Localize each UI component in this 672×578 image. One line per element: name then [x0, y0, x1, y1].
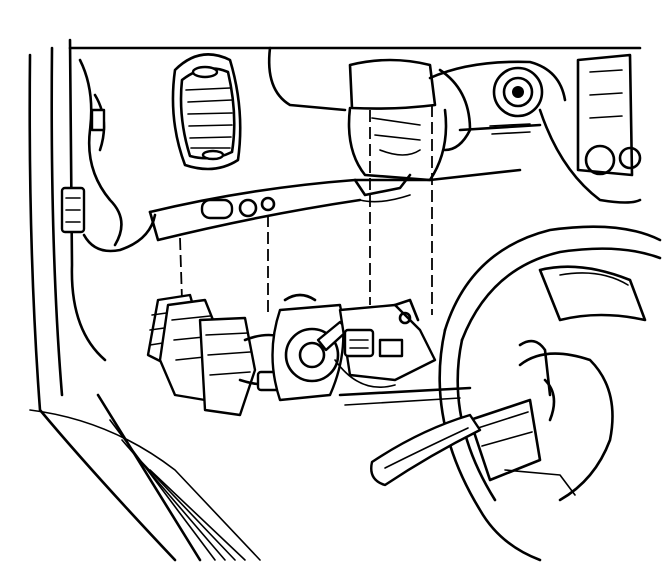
ignition-lock-cylinder [271, 298, 472, 406]
instrument-panel-lower-trim [148, 168, 522, 242]
steering-wheel [438, 225, 662, 562]
turn-signal-lever [370, 413, 482, 487]
steering-column-cover [347, 58, 542, 182]
instrument-panel-upper [68, 46, 642, 204]
dash-speaker [492, 66, 544, 118]
instrument-panel-vent [171, 53, 242, 171]
leader-lines [179, 105, 433, 315]
a-pillar-kick-panel [28, 38, 261, 562]
kick-panel-connector [60, 58, 157, 253]
